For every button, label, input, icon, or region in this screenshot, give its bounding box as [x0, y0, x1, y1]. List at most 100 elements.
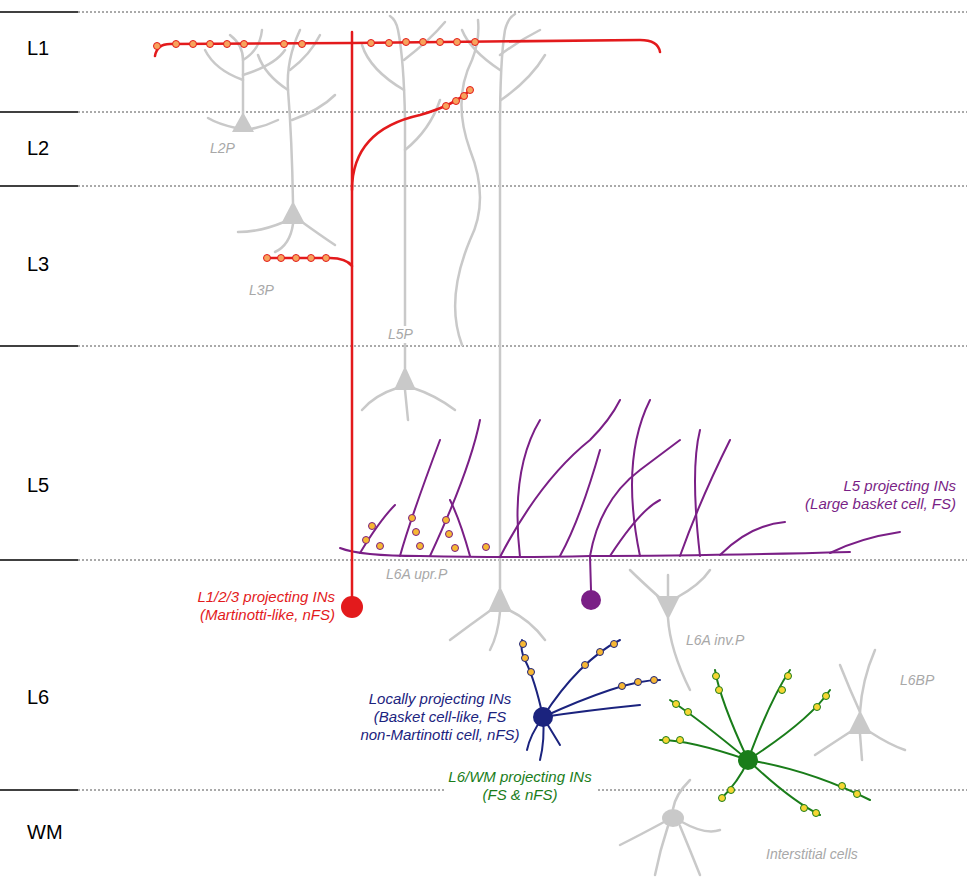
axon — [400, 440, 440, 556]
soma — [488, 586, 512, 612]
bouton — [409, 515, 416, 522]
bouton — [224, 41, 231, 48]
bouton — [173, 41, 180, 48]
axon — [352, 90, 470, 190]
bouton — [377, 543, 384, 550]
axon — [351, 43, 354, 597]
axon — [590, 556, 591, 590]
bouton — [467, 87, 474, 94]
bouton — [785, 673, 792, 680]
dendrite — [405, 100, 440, 150]
axon — [500, 400, 620, 557]
bouton — [241, 41, 248, 48]
dendrite — [682, 822, 720, 831]
bouton — [582, 662, 589, 669]
bouton — [461, 93, 468, 100]
axon — [360, 505, 395, 553]
bouton — [453, 98, 460, 105]
layer-label: L2 — [25, 136, 51, 160]
bouton — [814, 704, 821, 711]
boutons — [154, 39, 479, 262]
bouton — [635, 679, 642, 686]
dendrite — [405, 390, 408, 420]
bouton — [281, 41, 288, 48]
axon — [543, 705, 640, 717]
axon — [543, 680, 660, 717]
bouton — [677, 737, 684, 744]
layer-line — [0, 111, 78, 113]
bouton — [651, 677, 658, 684]
layer-dotted-line — [78, 560, 967, 561]
soma — [662, 809, 684, 827]
dendrite — [390, 16, 405, 368]
l6-in-axon — [660, 670, 870, 815]
dendrite — [205, 50, 243, 80]
axon — [340, 548, 850, 557]
layer-label: WM — [25, 820, 65, 844]
bouton — [472, 39, 479, 46]
axon — [748, 690, 830, 760]
layer-dotted-line — [78, 12, 967, 13]
dendrite — [501, 55, 545, 100]
bouton — [323, 255, 330, 262]
interneuron-label: Locally projecting INs (Basket cell-like… — [357, 690, 524, 744]
bouton — [308, 255, 315, 262]
bouton — [190, 41, 197, 48]
dendrite — [292, 95, 335, 120]
bouton — [728, 787, 735, 794]
interneuron-label: L5 projecting INs (Large basket cell, FS… — [800, 477, 958, 513]
dendrite — [462, 30, 500, 70]
bouton — [619, 683, 626, 690]
bouton — [673, 701, 680, 708]
layer-line — [0, 345, 78, 347]
axon — [748, 760, 870, 800]
bouton — [452, 545, 459, 552]
layer-lines — [0, 12, 78, 790]
soma — [738, 750, 758, 770]
bouton — [454, 39, 461, 46]
axon — [450, 500, 470, 556]
pyramidal-somas — [232, 112, 872, 827]
bouton — [483, 544, 490, 551]
dendrite — [680, 826, 700, 875]
dendrite — [455, 20, 480, 345]
layer-label: L3 — [25, 252, 51, 276]
axon — [715, 670, 748, 760]
bouton — [801, 805, 808, 812]
bouton — [278, 255, 285, 262]
layer-line — [0, 789, 78, 791]
dendrite — [509, 610, 545, 640]
axon — [695, 430, 700, 556]
boutons — [663, 673, 861, 817]
axon — [518, 420, 541, 557]
dendrite — [275, 224, 293, 252]
axon — [720, 522, 785, 555]
pyramidal-cells — [205, 14, 905, 875]
bouton — [369, 523, 376, 530]
martinotti-axon — [155, 32, 660, 597]
bouton — [520, 641, 527, 648]
soma — [281, 201, 305, 224]
local-in-axon — [521, 640, 660, 760]
axon — [660, 740, 748, 760]
bouton — [413, 529, 420, 536]
dendrite — [630, 570, 660, 598]
axon — [830, 532, 900, 553]
dendrite — [860, 734, 862, 760]
soma — [341, 596, 363, 618]
dendrite — [238, 222, 284, 232]
soma — [656, 596, 680, 620]
layer-label: L6 — [25, 685, 51, 709]
layer-dotted-lines — [78, 12, 967, 790]
cell-label: L6BP — [898, 672, 936, 689]
axon — [155, 43, 352, 56]
soma — [581, 590, 601, 610]
dendrite — [815, 732, 850, 755]
axon — [521, 640, 543, 717]
bouton — [597, 649, 604, 656]
dendrite — [302, 222, 335, 245]
axon — [430, 420, 480, 556]
bouton — [719, 795, 726, 802]
bouton — [207, 41, 214, 48]
bouton — [446, 531, 453, 538]
